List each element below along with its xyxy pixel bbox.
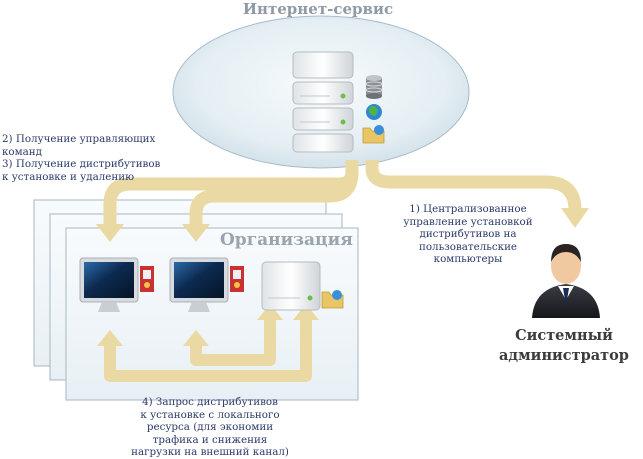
monitor-icon <box>169 257 229 312</box>
service-title: Интернет-сервис <box>242 0 394 18</box>
server-icon <box>292 51 354 153</box>
label-local-request: 4) Запрос дистрибутивов к установке с ло… <box>100 396 320 459</box>
label-line: трафика и снижения <box>152 433 268 446</box>
label-line: к установке и удалению <box>2 170 135 183</box>
label-line: компьютеры <box>433 253 503 265</box>
label-line: нагрузки на внешний канал) <box>131 446 289 458</box>
folder-icon <box>321 290 344 309</box>
label-line: управление установкой <box>403 215 533 228</box>
label-line: пользовательские <box>418 240 518 253</box>
admin-title-line: Системный <box>515 327 613 344</box>
installer-icon <box>140 266 154 292</box>
database-icon <box>365 75 383 99</box>
admin-title: Системный администратор <box>494 326 634 366</box>
label-line: 2) Получение управляющих <box>2 133 156 145</box>
label-central-management: 1) Централизованное управление установко… <box>388 203 548 266</box>
organization-title: Организация <box>220 230 353 250</box>
arrow-head-local <box>97 304 319 346</box>
label-line: 1) Централизованное <box>409 203 527 215</box>
arrow-service-to-admin <box>365 160 582 211</box>
folder-icon <box>362 125 385 144</box>
globe-icon <box>366 104 382 120</box>
arrow-local-requests <box>104 318 312 382</box>
label-line: дистрибутивов на <box>419 228 517 240</box>
arrow-head-admin <box>561 208 589 228</box>
arrow-head-org-1 <box>96 224 210 242</box>
label-line: к установке с локального <box>140 408 280 421</box>
admin-title-line: администратор <box>499 347 629 364</box>
monitor-icon <box>79 257 139 312</box>
label-get-commands: 2) Получение управляющих команд 3) Получ… <box>2 133 160 183</box>
label-line: ресурса (для экономии <box>146 421 274 433</box>
admin-person-icon <box>532 244 600 318</box>
label-line: 3) Получение дистрибутивов <box>2 158 161 170</box>
label-line: 4) Запрос дистрибутивов <box>142 396 278 408</box>
server-icon <box>261 261 321 311</box>
label-line: команд <box>2 145 42 158</box>
installer-icon <box>230 266 244 292</box>
arrow-service-to-org <box>103 160 359 226</box>
